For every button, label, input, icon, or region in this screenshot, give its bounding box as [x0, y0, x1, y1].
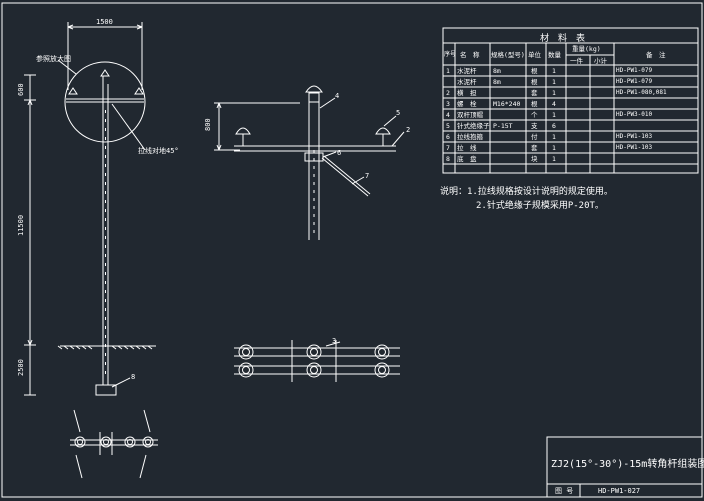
row-remark: HD-PW3-010: [616, 110, 653, 118]
row-name: 水泥杆: [457, 66, 477, 75]
row-unit: 根: [531, 66, 538, 75]
header-unit: 单位: [528, 51, 541, 59]
row-name: 双杆顶帽: [457, 110, 483, 119]
header-spec: 规格(型号): [491, 51, 525, 59]
row-remark: HD-PW1-103: [616, 143, 653, 151]
row-spec: M16*240: [493, 99, 521, 108]
left-pole-view: [24, 22, 156, 396]
row-qty: 1: [552, 110, 556, 119]
subheader-subtotal: 小计: [594, 57, 607, 65]
row-spec: 8m: [493, 66, 501, 75]
subheader-each: 一件: [570, 57, 583, 65]
row-qty: 1: [552, 77, 556, 86]
row-index: 7: [446, 143, 450, 152]
drawing-title: ZJ2(15°-30°)-15m转角杆组装图: [551, 459, 704, 470]
callout-4: 4: [335, 92, 340, 100]
row-remark: HD-PW1-103: [616, 132, 653, 140]
dim-1500: 1500: [96, 18, 113, 26]
callout-6: 6: [337, 149, 342, 157]
row-index: 2: [446, 88, 450, 97]
row-name: 螺 栓: [457, 99, 477, 108]
detail-ref-label: 参照放大图: [36, 55, 71, 63]
row-qty: 1: [552, 132, 556, 141]
figure-no-label: 图 号: [555, 487, 574, 495]
row-remark: HD-PW1-080,081: [616, 88, 667, 96]
row-qty: 1: [552, 154, 556, 163]
row-unit: 支: [531, 121, 538, 130]
row-unit: 根: [531, 77, 538, 86]
row-spec: P-15T: [493, 121, 513, 130]
header-index: 序号: [444, 51, 457, 58]
note-line-2: 2.针式绝缘子规模采用P-20T。: [476, 201, 604, 211]
row-qty: 1: [552, 66, 556, 75]
guy-angle-label: 拉线对地45°: [138, 147, 179, 155]
row-remark: HD-PW1-079: [616, 77, 653, 85]
row-index: 4: [446, 110, 450, 119]
row-index: 8: [446, 154, 450, 163]
row-qty: 6: [552, 121, 556, 130]
row-unit: 付: [531, 132, 538, 141]
row-index: 1: [446, 66, 450, 75]
left-plan-view: [70, 409, 158, 479]
row-name: 水泥杆: [457, 77, 477, 86]
row-qty: 1: [552, 88, 556, 97]
callout-2: 2: [406, 126, 411, 134]
callout-7: 7: [365, 172, 370, 180]
material-table-grid: [442, 27, 699, 174]
row-name: 拉 线: [457, 143, 477, 152]
row-qty: 4: [552, 99, 556, 108]
dim-600: 600: [17, 83, 25, 96]
figure-no: HD-PW1-027: [598, 487, 641, 495]
row-name: 拉线抱箍: [457, 132, 483, 141]
row-unit: 套: [531, 143, 538, 152]
header-name: 名 称: [460, 51, 480, 59]
table-title: 材 料 表: [540, 34, 586, 44]
dim-2500: 2500: [17, 359, 25, 376]
title-block: [546, 436, 703, 498]
callout-3: 3: [332, 337, 337, 345]
right-plan-view: [234, 340, 400, 382]
row-index: 6: [446, 132, 450, 141]
callout-5: 5: [396, 109, 401, 117]
row-index: 3: [446, 99, 450, 108]
right-detail-view: [214, 85, 405, 240]
row-unit: 块: [531, 154, 538, 163]
row-unit: 个: [531, 110, 538, 119]
row-name: 底 盘: [457, 154, 477, 163]
row-name: 针式绝缘子: [457, 121, 490, 130]
row-remark: HD-PW1-079: [616, 66, 653, 74]
row-name: 横 担: [457, 88, 477, 97]
row-unit: 套: [531, 88, 538, 97]
row-unit: 根: [531, 99, 538, 108]
note-line-1: 说明：1.拉线规格按设计说明的规定使用。: [440, 187, 613, 197]
row-index: 5: [446, 121, 450, 130]
row-qty: 1: [552, 143, 556, 152]
header-weight: 重量(kg): [572, 45, 601, 53]
dim-800: 800: [204, 118, 212, 131]
header-remark: 备 注: [646, 51, 666, 59]
base-callout: 8: [131, 373, 136, 381]
dim-11500: 11500: [17, 214, 25, 236]
row-spec: 8m: [493, 77, 501, 86]
header-qty: 数量: [548, 51, 561, 59]
